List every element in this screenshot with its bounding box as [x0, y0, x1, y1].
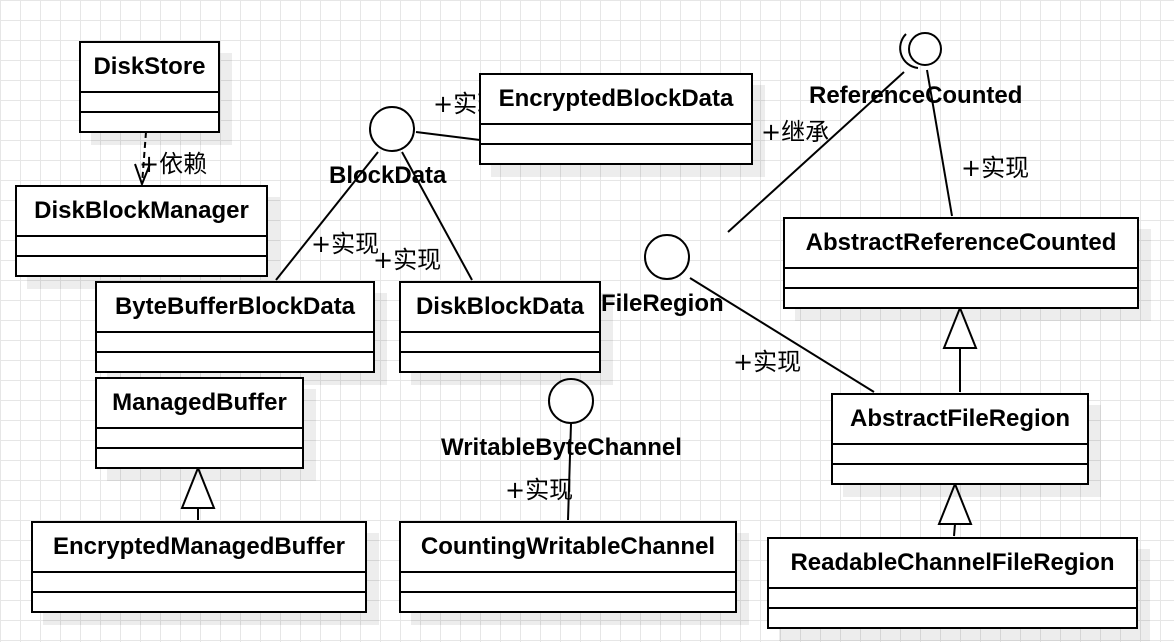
- generalization-arrowhead: [937, 481, 973, 525]
- disk-block-manager-class[interactable]: DiskBlockManager: [15, 185, 268, 277]
- realization-line: [926, 69, 953, 217]
- attributes-section: [401, 333, 599, 353]
- operations-section: [833, 465, 1087, 483]
- operations-section: [785, 289, 1137, 307]
- realization-line: [401, 151, 473, 281]
- class-name: ByteBufferBlockData: [97, 283, 373, 333]
- file-region-interface-circle[interactable]: [644, 234, 690, 280]
- encrypted-managed-buffer-class[interactable]: EncryptedManagedBuffer: [31, 521, 367, 613]
- operations-section: [97, 353, 373, 371]
- abstract-reference-counted-class[interactable]: AbstractReferenceCounted: [783, 217, 1139, 309]
- attributes-section: [97, 333, 373, 353]
- abstract-file-region-class[interactable]: AbstractFileRegion: [831, 393, 1089, 485]
- class-name: DiskStore: [81, 43, 218, 93]
- block-data-interface-circle[interactable]: [369, 106, 415, 152]
- class-name: EncryptedManagedBuffer: [33, 523, 365, 573]
- file-region-label: FileRegion: [601, 290, 724, 317]
- encrypted-block-data-class[interactable]: EncryptedBlockData: [479, 73, 753, 165]
- attributes-section: [785, 269, 1137, 289]
- class-name: CountingWritableChannel: [401, 523, 735, 573]
- operations-section: [481, 145, 751, 163]
- operations-section: [401, 353, 599, 371]
- operations-section: [401, 593, 735, 611]
- depends-label: +依赖: [139, 150, 208, 178]
- operations-section: [33, 593, 365, 611]
- class-name: ReadableChannelFileRegion: [769, 539, 1136, 589]
- realization-line: [415, 131, 481, 141]
- extends-line: [727, 71, 905, 233]
- byte-buffer-block-data-class[interactable]: ByteBufferBlockData: [95, 281, 375, 373]
- class-name: ManagedBuffer: [97, 379, 302, 429]
- class-name: AbstractReferenceCounted: [785, 219, 1137, 269]
- disk-block-data-class[interactable]: DiskBlockData: [399, 281, 601, 373]
- writable-byte-channel-interface-circle[interactable]: [548, 378, 594, 424]
- operations-section: [17, 257, 266, 275]
- attributes-section: [401, 573, 735, 593]
- dependency-line: [141, 131, 147, 185]
- attributes-section: [81, 93, 218, 113]
- extends-label: +继承: [761, 118, 830, 146]
- class-name: AbstractFileRegion: [833, 395, 1087, 445]
- dependency-arrowhead: [134, 163, 151, 187]
- class-name: DiskBlockManager: [17, 187, 266, 237]
- implements-label: +实现: [373, 246, 442, 274]
- attributes-section: [33, 573, 365, 593]
- writable-byte-channel-label: WritableByteChannel: [441, 434, 682, 461]
- realization-line: [567, 423, 572, 521]
- interface-socket-arc: [899, 33, 919, 69]
- attributes-section: [481, 125, 751, 145]
- operations-section: [97, 449, 302, 467]
- realization-line: [275, 151, 379, 281]
- implements-label: +实现: [733, 348, 802, 376]
- counting-writable-channel-class[interactable]: CountingWritableChannel: [399, 521, 737, 613]
- readable-channel-file-region-class[interactable]: ReadableChannelFileRegion: [767, 537, 1138, 629]
- implements-label: +实现: [505, 476, 574, 504]
- reference-counted-label: ReferenceCounted: [809, 82, 1023, 109]
- block-data-label: BlockData: [329, 162, 447, 189]
- class-name: EncryptedBlockData: [481, 75, 751, 125]
- implements-label: +实现: [311, 230, 380, 258]
- reference-counted-interface-circle[interactable]: [908, 32, 942, 66]
- class-name: DiskBlockData: [401, 283, 599, 333]
- disk-store-class[interactable]: DiskStore: [79, 41, 220, 133]
- managed-buffer-class[interactable]: ManagedBuffer: [95, 377, 304, 469]
- attributes-section: [97, 429, 302, 449]
- attributes-section: [17, 237, 266, 257]
- implements-label: +实现: [961, 154, 1030, 182]
- attributes-section: [833, 445, 1087, 465]
- generalization-arrowhead: [942, 305, 978, 349]
- realization-line: [689, 277, 875, 393]
- operations-section: [769, 609, 1136, 627]
- attributes-section: [769, 589, 1136, 609]
- operations-section: [81, 113, 218, 131]
- generalization-arrowhead: [180, 465, 216, 509]
- generalization-line: [953, 523, 956, 537]
